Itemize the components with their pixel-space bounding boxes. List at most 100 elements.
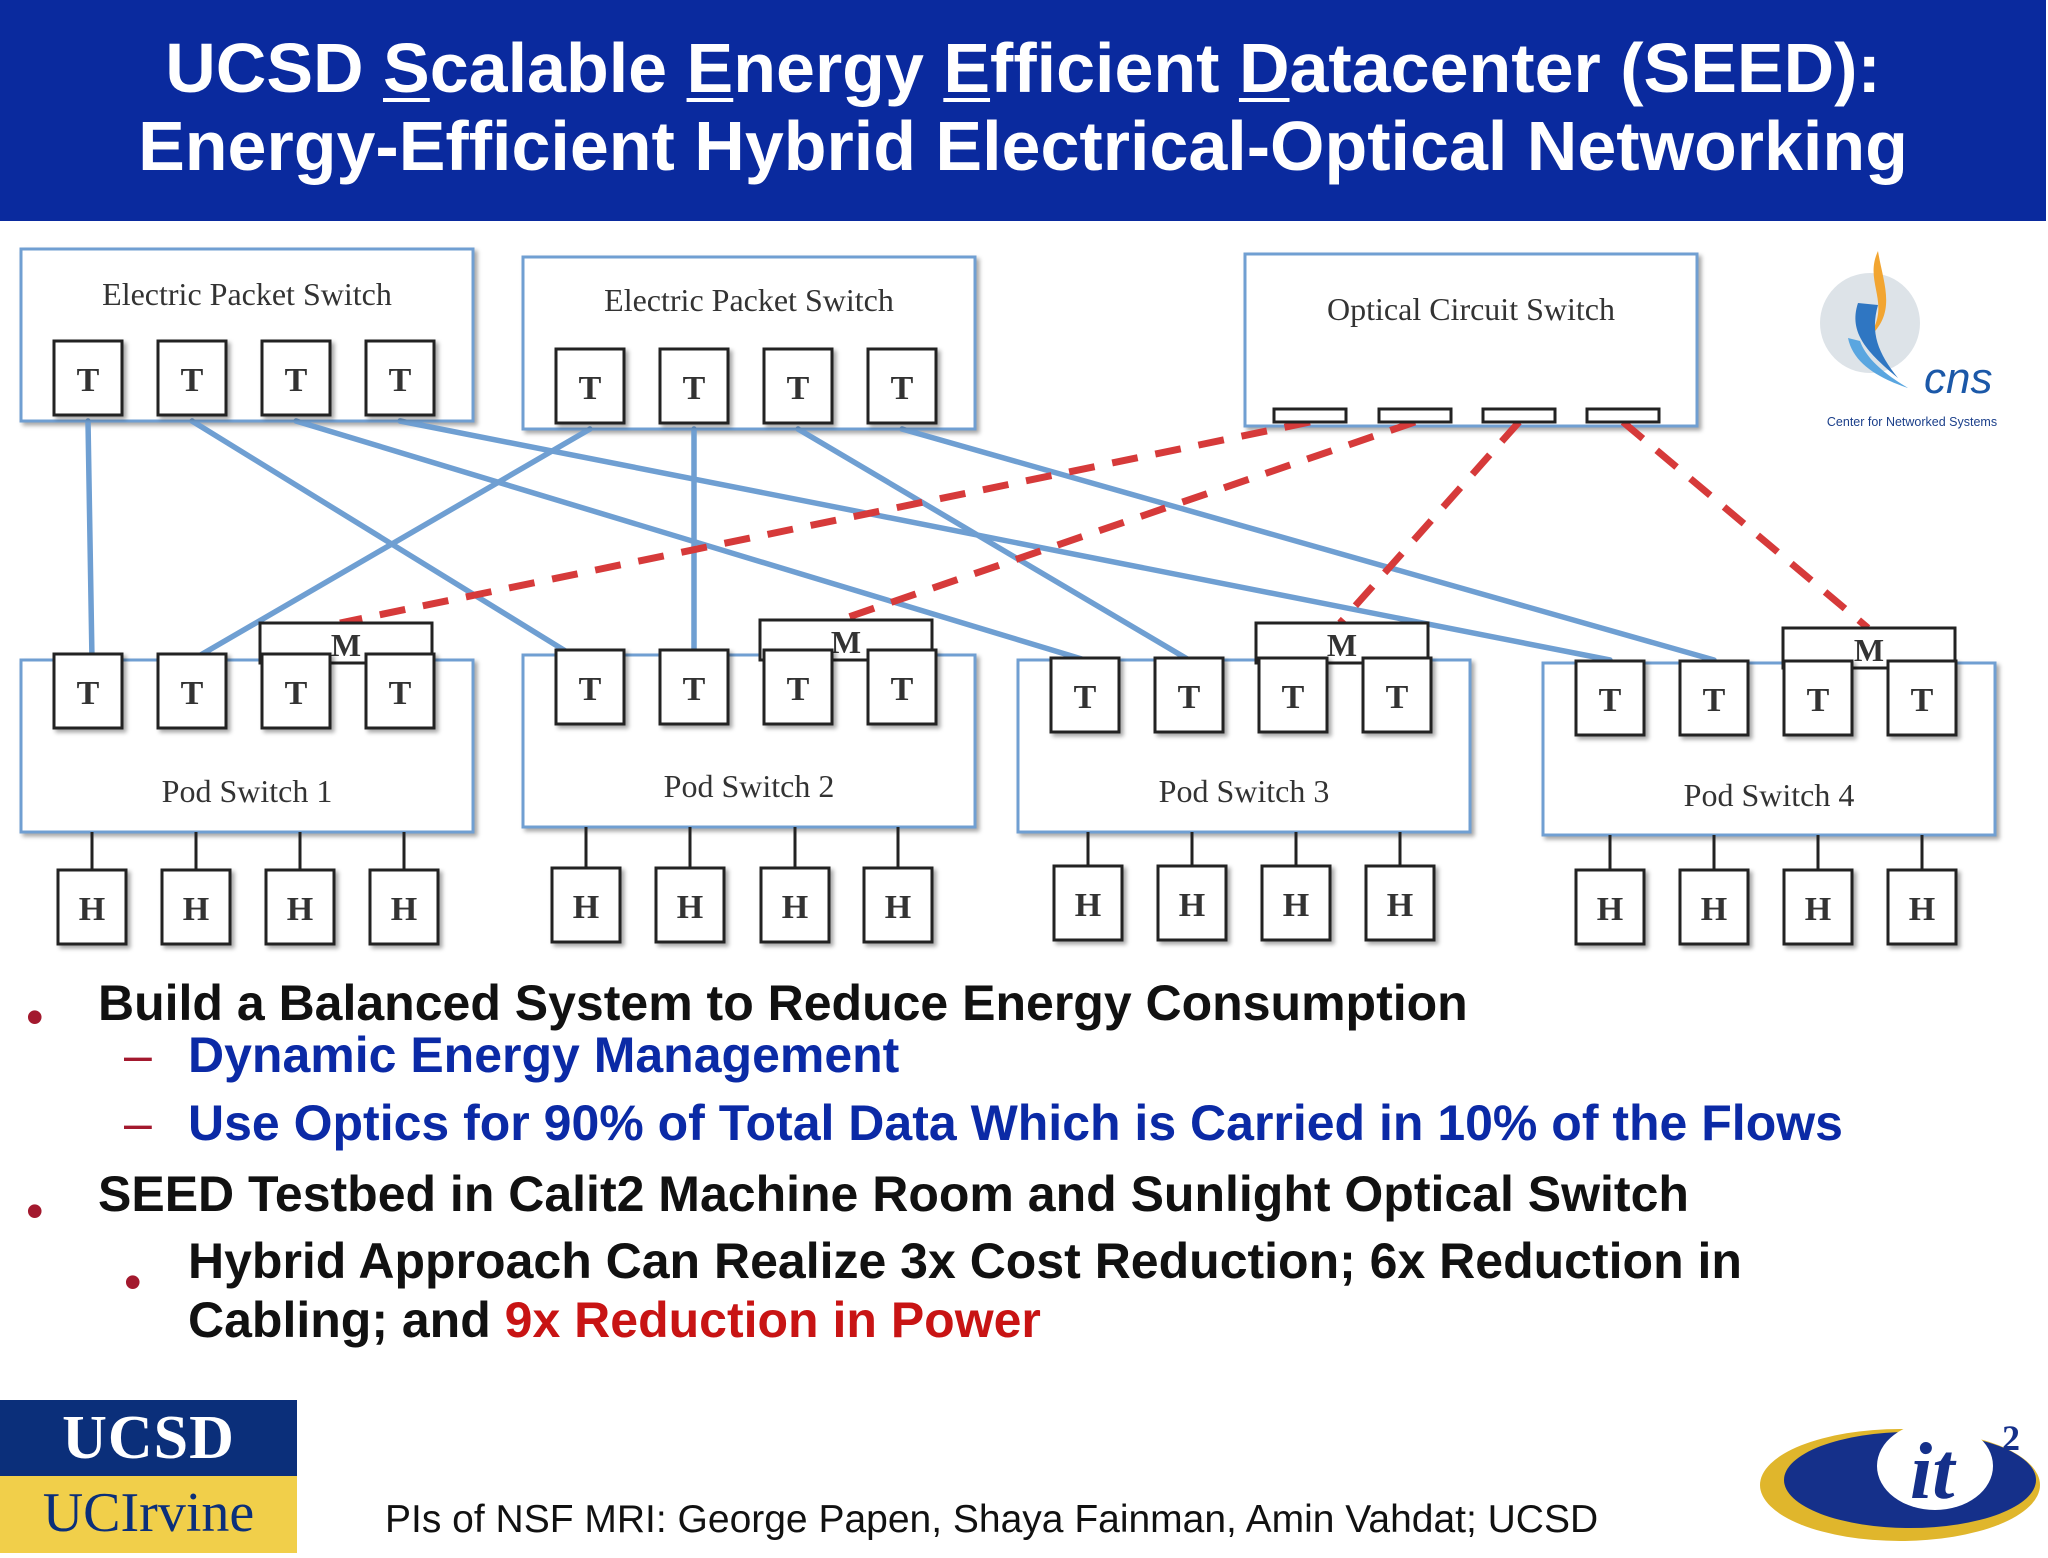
host-label: H [677, 889, 703, 926]
host-box [1782, 868, 1854, 946]
cns-logo-flame-icon [1868, 251, 1887, 338]
transceiver-box [1049, 656, 1121, 734]
transceiver: T [156, 339, 228, 417]
transceiver-box [762, 347, 834, 425]
host-label: H [1701, 891, 1727, 928]
transceiver-label: T [181, 362, 204, 399]
ucirvine-logo-text: UCIrvine [42, 1482, 255, 1544]
host-box [1364, 864, 1436, 942]
host-label: H [1909, 891, 1935, 928]
host-box [56, 868, 128, 946]
transceiver-box [1153, 656, 1225, 734]
host: H [550, 866, 622, 944]
subbullet-hybrid-line1: Hybrid Approach Can Realize 3x Cost Redu… [188, 1233, 1742, 1289]
ucirvine-logo: UCIrvine [0, 1476, 297, 1553]
cns-logo-name: Center for Networked Systems [1827, 415, 1997, 429]
transceiver: T [866, 648, 938, 726]
transceiver-label: T [285, 675, 308, 712]
transceiver-box [866, 648, 938, 726]
core-switch-box [1243, 252, 1699, 428]
transceiver: T [554, 347, 626, 425]
transceiver: T [1361, 656, 1433, 734]
transceiver-box [762, 648, 834, 726]
host: H [654, 866, 726, 944]
host: H [1052, 864, 1124, 942]
host-box [1574, 868, 1646, 946]
bullet-seed-testbed: SEED Testbed in Calit2 Machine Room and … [98, 1166, 1689, 1222]
it2-logo: it 2 [1750, 1400, 2048, 1553]
transceiver-label: T [1703, 682, 1726, 719]
host: H [368, 868, 440, 946]
transceiver-label: T [285, 362, 308, 399]
optical-port [1481, 407, 1557, 424]
subbullet-marker: – [124, 1027, 152, 1083]
transceiver-label: T [891, 370, 914, 407]
transceiver: T [658, 648, 730, 726]
transceiver-box [1361, 656, 1433, 734]
pod-switch-label: Pod Switch 2 [664, 768, 835, 804]
transceiver: T [658, 347, 730, 425]
bullet-list: • Build a Balanced System to Reduce Ener… [0, 975, 2048, 1376]
title-underlined-initial: E [686, 29, 734, 107]
core-switch-label: Electric Packet Switch [604, 282, 894, 318]
transceiver: T [1257, 656, 1329, 734]
transceiver-box [52, 652, 124, 730]
title-underlined-initial: D [1238, 29, 1290, 107]
title-text-segment: atacenter (SEED): [1289, 29, 1881, 107]
mux-label: M [1854, 632, 1884, 668]
transceiver-box [156, 339, 228, 417]
transceiver-box [260, 339, 332, 417]
host: H [759, 866, 831, 944]
pod-switch-label: Pod Switch 1 [162, 773, 333, 809]
optical-link [838, 418, 1417, 624]
transceiver-label: T [1282, 679, 1305, 716]
transceiver: T [1782, 659, 1854, 737]
transceiver-label: T [683, 671, 706, 708]
host: H [1260, 864, 1332, 942]
host: H [862, 866, 934, 944]
transceiver: T [866, 347, 938, 425]
electric-link [397, 418, 1613, 663]
transceiver-label: T [579, 370, 602, 407]
host-label: H [1283, 887, 1309, 924]
transceiver-label: T [891, 671, 914, 708]
host: H [1156, 864, 1228, 942]
electric-link [189, 418, 583, 663]
transceiver-label: T [389, 675, 412, 712]
subbullet-hybrid-highlight: 9x Reduction in Power [504, 1292, 1041, 1348]
core-switch-label: Electric Packet Switch [102, 276, 392, 312]
host-label: H [79, 891, 105, 928]
mux-label: M [1327, 627, 1357, 663]
host: H [1782, 868, 1854, 946]
transceiver-box [364, 339, 436, 417]
electric-link [189, 426, 593, 663]
title-text-segment: fficient [990, 29, 1239, 107]
transceiver-box [1574, 659, 1646, 737]
transceiver-label: T [77, 675, 100, 712]
slide-title-line2: Energy-Efficient Hybrid Electrical-Optic… [138, 107, 1908, 185]
host-box [264, 868, 336, 946]
title-text-segment: calable [429, 29, 687, 107]
host: H [56, 868, 128, 946]
transceiver: T [156, 652, 228, 730]
pis-credit: PIs of NSF MRI: George Papen, Shaya Fain… [385, 1498, 1599, 1541]
title-text-segment: UCSD [165, 29, 384, 107]
host-box [862, 866, 934, 944]
host-box [1678, 868, 1750, 946]
subbullet-dynamic-energy: Dynamic Energy Management [188, 1027, 900, 1083]
transceiver-box [1886, 659, 1958, 737]
transceiver-box [1782, 659, 1854, 737]
transceiver-label: T [579, 671, 602, 708]
host-label: H [1805, 891, 1831, 928]
transceiver-label: T [181, 675, 204, 712]
host-box [368, 868, 440, 946]
transceiver-label: T [1386, 679, 1409, 716]
transceiver-label: T [1807, 682, 1830, 719]
mux-box [1254, 621, 1430, 665]
transceiver-box [554, 648, 626, 726]
subbullet-marker: – [124, 1095, 152, 1151]
subbullet-use-optics: Use Optics for 90% of Total Data Which i… [188, 1095, 1843, 1151]
subbullet-hybrid-line2: Cabling; and 9x Reduction in Power [188, 1291, 1041, 1349]
electric-link [795, 426, 1192, 663]
host-label: H [1075, 887, 1101, 924]
